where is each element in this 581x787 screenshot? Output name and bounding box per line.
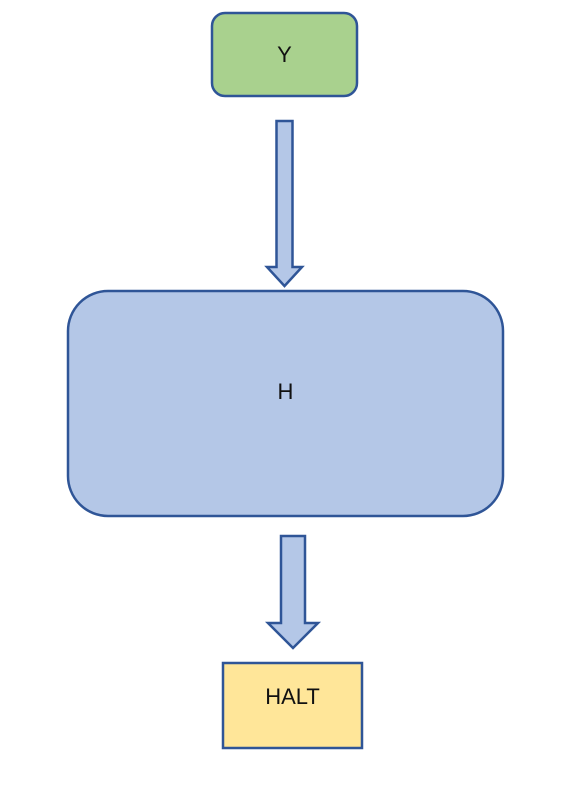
start-node-box bbox=[210, 11, 359, 98]
process-node-label: H bbox=[278, 379, 294, 404]
arrow-process-to-end bbox=[264, 534, 322, 650]
end-node-label: HALT bbox=[265, 684, 320, 709]
start-node: Y bbox=[210, 11, 359, 98]
process-node: H bbox=[66, 289, 505, 518]
arrow-start-to-process bbox=[264, 119, 305, 288]
process-node-box bbox=[66, 289, 505, 518]
end-node: HALT bbox=[221, 661, 364, 750]
start-node-label: Y bbox=[277, 42, 292, 67]
end-node-box bbox=[221, 661, 364, 750]
